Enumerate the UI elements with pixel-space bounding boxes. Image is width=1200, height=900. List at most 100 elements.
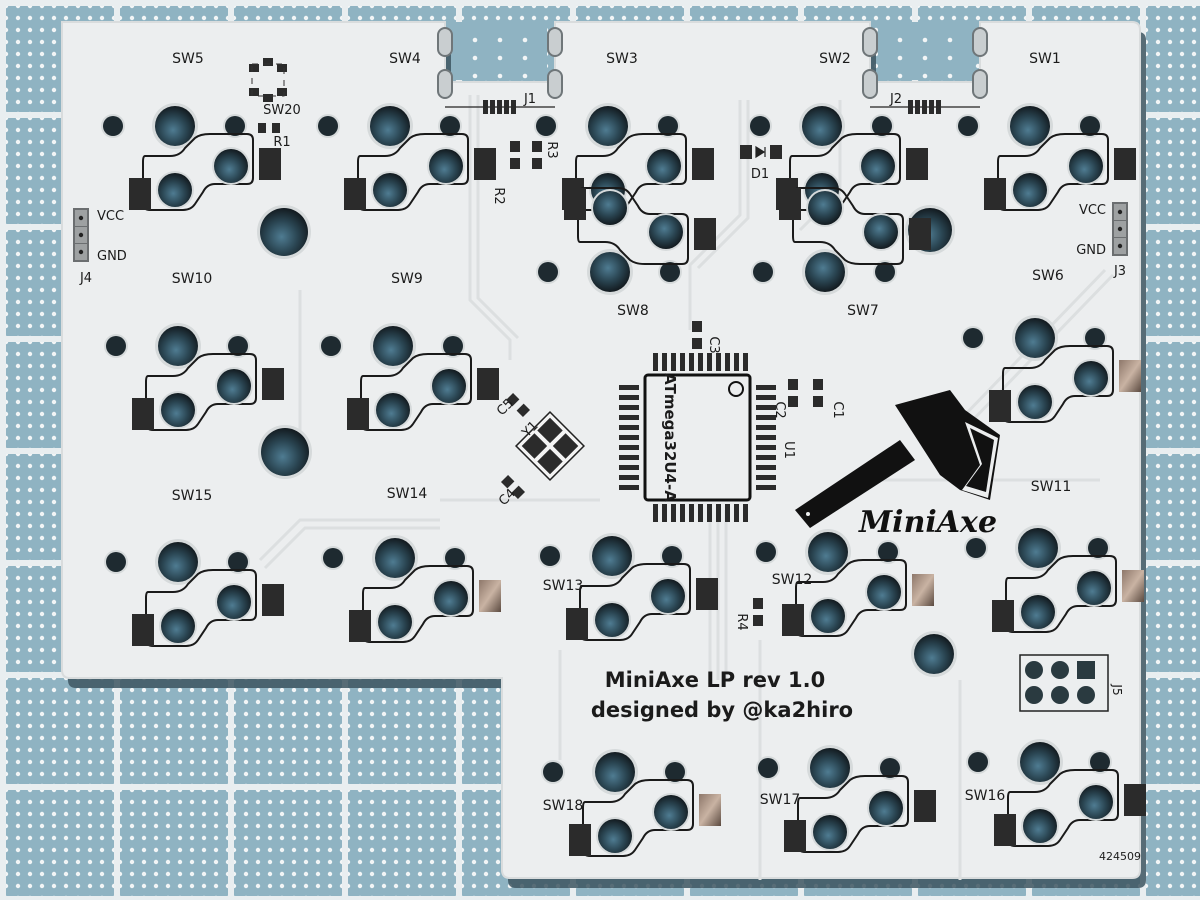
board-credit: designed by @ka2hiro [591, 698, 853, 722]
usb-cutout [878, 22, 972, 80]
switch-footprint-sw11 [964, 525, 1144, 633]
switch-footprint-sw16 [966, 739, 1146, 847]
switch-label: SW18 [543, 798, 584, 814]
pin-header-j4 [73, 208, 89, 262]
component-label: VCC [97, 209, 124, 224]
switch-footprint-sw18 [541, 749, 721, 857]
switch-label: SW11 [1031, 479, 1072, 495]
switch-label: SW7 [847, 303, 879, 319]
switch-pad [132, 398, 154, 430]
usb-cutouts [453, 22, 972, 80]
component-r2 [510, 141, 520, 169]
component-c1 [813, 379, 823, 407]
switch-footprints [101, 103, 1146, 857]
switch-label: SW8 [617, 303, 649, 319]
pin-header-j3 [1112, 202, 1128, 256]
mounting-holes [257, 205, 957, 677]
component-r4 [753, 598, 763, 626]
switch-pad [479, 580, 501, 612]
switch-label: SW5 [172, 51, 204, 67]
switch-footprint-sw4 [316, 103, 496, 211]
axe-logo-icon [795, 390, 1000, 528]
switch-pad [477, 368, 499, 400]
switch-label: SW12 [772, 572, 813, 588]
switch-pad [696, 578, 718, 610]
switch-pad [1114, 148, 1136, 180]
component-c3 [692, 321, 702, 349]
switch-pad [784, 820, 806, 852]
switch-footprint-sw13 [538, 533, 718, 641]
switch-pad [699, 794, 721, 826]
component-label: R2 [491, 187, 506, 204]
component-label: J5 [1110, 683, 1124, 695]
switch-pad [914, 790, 936, 822]
switch-label: SW9 [391, 271, 423, 287]
switch-pad [779, 188, 801, 220]
component-r1 [258, 123, 280, 133]
switch-pad [564, 188, 586, 220]
connectors [73, 27, 1128, 712]
switch-pad [132, 614, 154, 646]
switch-pad [912, 574, 934, 606]
switch-label: SW6 [1032, 268, 1064, 284]
switch-footprint-sw9 [319, 323, 499, 431]
switch-pad [129, 178, 151, 210]
component-label: GND [1076, 243, 1106, 258]
component-label: GND [97, 249, 127, 264]
switch-pad [569, 824, 591, 856]
usb-connector-j1 [437, 27, 563, 114]
switch-label: SW17 [760, 792, 801, 808]
switch-pad [992, 600, 1014, 632]
switch-label: SW13 [543, 578, 584, 594]
component-sw20 [249, 58, 287, 102]
component-c2 [788, 379, 798, 407]
component-label: J2 [889, 92, 902, 107]
switch-footprint-sw10 [104, 323, 284, 431]
switch-pad [1124, 784, 1146, 816]
switch-pad [474, 148, 496, 180]
brand-logo-text: MiniAxe [858, 505, 997, 540]
switch-pad [692, 148, 714, 180]
component-label: VCC [1079, 203, 1106, 218]
switch-label: SW16 [965, 788, 1006, 804]
switch-label: SW4 [389, 51, 421, 67]
component-label: C3 [706, 336, 721, 353]
switch-footprint-sw12 [754, 529, 934, 637]
component-u1 [619, 353, 776, 522]
serial-number: 424509 [1099, 850, 1141, 863]
switch-pad [694, 218, 716, 250]
component-y1 [514, 410, 586, 482]
switch-footprint-sw14 [321, 535, 501, 643]
switch-pad [1119, 360, 1141, 392]
usb-connector-j2 [862, 27, 988, 114]
switch-pad [344, 178, 366, 210]
chip-part-label: ATmega32U4-A [661, 373, 679, 502]
switch-pad [984, 178, 1006, 210]
switch-pad [782, 604, 804, 636]
component-c4 [500, 474, 526, 500]
switch-pad [906, 148, 928, 180]
switch-footprint-sw1 [956, 103, 1136, 211]
component-label: U1 [781, 441, 796, 459]
usb-cutout [453, 22, 547, 80]
switch-pad [566, 608, 588, 640]
component-label: J4 [79, 271, 92, 286]
switch-pad [262, 368, 284, 400]
component-label: R3 [544, 141, 559, 158]
component-label: C2 [772, 401, 787, 418]
component-label: J3 [1113, 264, 1126, 279]
switch-pad [1122, 570, 1144, 602]
switch-pad [262, 584, 284, 616]
isp-header-j5 [1019, 654, 1109, 712]
switch-pad [989, 390, 1011, 422]
switch-footprint-sw15 [104, 539, 284, 647]
component-label: R4 [734, 613, 749, 630]
component-label: SW20 [263, 103, 301, 118]
switch-pad [994, 814, 1016, 846]
switch-pad [347, 398, 369, 430]
component-label: D1 [751, 167, 769, 182]
switch-label: SW1 [1029, 51, 1061, 67]
